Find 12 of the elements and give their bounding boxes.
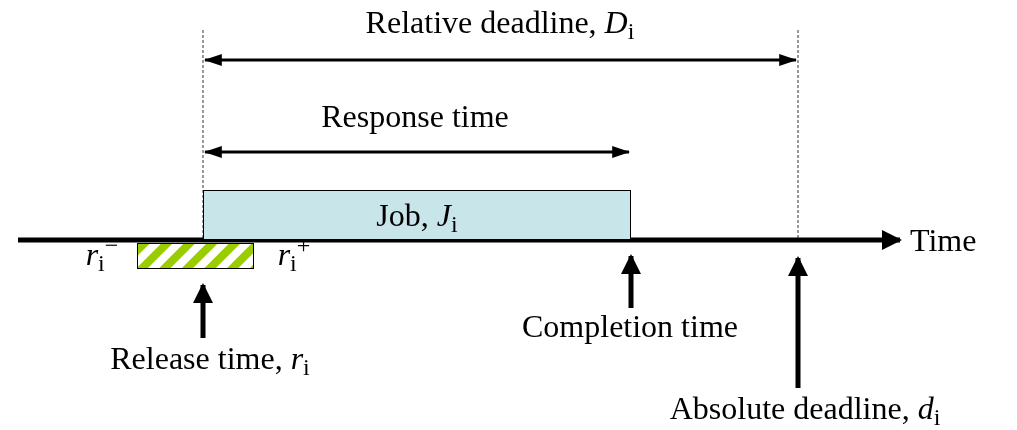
arrow	[788, 256, 808, 388]
job-box: Job, J$_{i}$	[203, 190, 631, 240]
absolute-deadline-text: Absolute deadline, d$_{i}$	[610, 386, 1000, 430]
release-window-bar	[137, 243, 254, 269]
arrow	[193, 283, 213, 338]
completion-time-text: Completion time	[480, 306, 780, 346]
axis-label: Time	[910, 224, 977, 256]
arrow	[621, 254, 641, 308]
dimension-label: Relative deadline, D$_{i}$	[364, 6, 636, 38]
dimension-label: Response time	[320, 100, 510, 132]
release-time-text: Release time, r$_{i}$	[60, 336, 360, 380]
time-axis	[18, 230, 902, 250]
